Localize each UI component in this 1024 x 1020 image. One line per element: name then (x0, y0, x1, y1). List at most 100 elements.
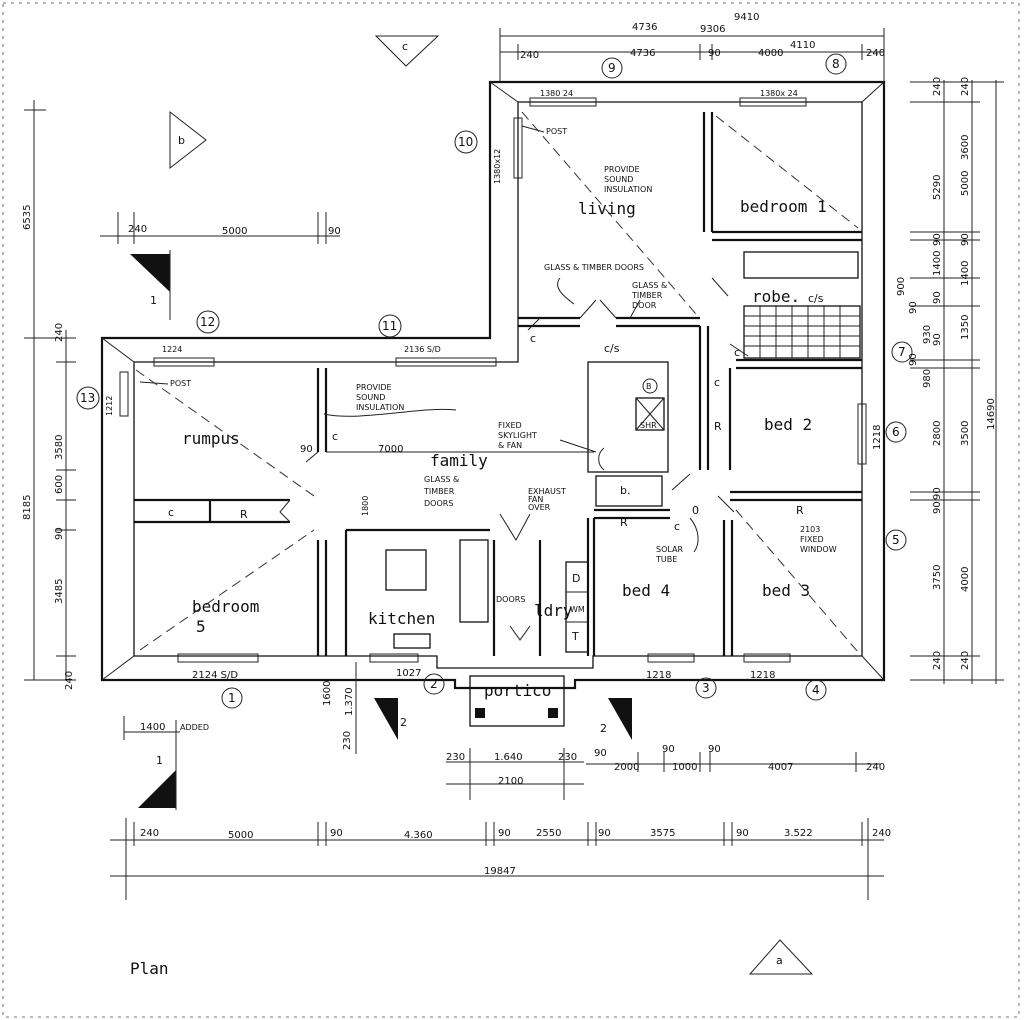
added-dimension: 1400 (123, 716, 180, 740)
room-label-ldry: ldry (534, 601, 573, 620)
left-dim-90: 90 (54, 527, 65, 540)
bottom-dim-5000: 5000 (228, 830, 253, 841)
grid-marker-8: 8 (832, 57, 840, 71)
grid-marker-11: 11 (382, 319, 397, 333)
right-dim-5290: 5290 (932, 175, 943, 200)
fixture-c-bed4: c (674, 520, 680, 533)
note-solar-2: TUBE (655, 555, 677, 564)
right-dim-90e: 90 (932, 233, 943, 246)
top-dim-4110: 4110 (790, 40, 815, 51)
right-dimensions: 240 5290 5000 3600 240 90 1400 90 1350 9… (896, 77, 1004, 684)
fixture-c-robe: c (734, 346, 740, 359)
portico-dim-90b: 90 (662, 744, 675, 755)
elevation-marker-c: c (402, 40, 408, 53)
bottom-dim-90a: 90 (330, 828, 343, 839)
bottom-window-labels: 2124 S/D 1027 1218 1218 (192, 668, 775, 681)
room-label-bedroom-5: bedroom (192, 597, 259, 616)
note-post-left: POST (170, 379, 191, 388)
note-added: ADDED (180, 723, 209, 732)
top-dim-overall-a: 4736 (632, 22, 657, 33)
grid-marker-1: 1 (228, 691, 236, 705)
note-sound-living-2: SOUND (604, 175, 633, 184)
fixture-cs-bath: c/s (604, 342, 620, 355)
note-skylight-1: FIXED (498, 421, 522, 430)
room-label-bed-4: bed 4 (622, 581, 670, 600)
window-bed3-bottom: 1218 (750, 670, 775, 681)
portico-dim-230: 230 (342, 731, 353, 750)
section-marker-1-bottom: 1 (156, 754, 163, 767)
note-skylight-3: & FAN (498, 441, 522, 450)
right-dim-90b: 90 (932, 291, 943, 304)
note-sound-rumpus-3: INSULATION (356, 403, 404, 412)
note-skylight-2: SKYLIGHT (498, 431, 537, 440)
fixture-c-rumpus: c (332, 430, 338, 443)
top-dim-4736: 4736 (630, 48, 655, 59)
window-kitchen-bottom: 1027 (396, 668, 421, 679)
left-dim-8185: 8185 (22, 495, 33, 520)
top-dim-overall-c: 9410 (734, 12, 759, 23)
windows (119, 97, 867, 663)
grid-marker-5: 5 (892, 533, 900, 547)
left-dim-3485: 3485 (54, 579, 65, 604)
grid-marker-9: 9 (608, 61, 616, 75)
note-sound-living-3: INSULATION (604, 185, 652, 194)
room-label-bed-3: bed 3 (762, 581, 810, 600)
top-dim-4000: 4000 (758, 48, 783, 59)
portico-dim-2000: 2000 (614, 762, 639, 773)
section-markers: 1 1 2 2 (130, 250, 632, 810)
right-dim-90a: 90 (960, 233, 971, 246)
right-dim-14690: 14690 (986, 398, 997, 430)
portico-dim-90a: 90 (594, 748, 607, 759)
right-dim-3500: 3500 (960, 421, 971, 446)
note-solar-1: SOLAR (656, 545, 683, 554)
top-dim-240a: 240 (520, 50, 539, 61)
grid-marker-12: 12 (200, 315, 215, 329)
portico-dim-1000: 1000 (672, 762, 697, 773)
room-label-living: living (578, 199, 636, 218)
right-dim-90c: 90 (932, 333, 943, 346)
grid-marker-6: 6 (892, 425, 900, 439)
room-label-bed-2: bed 2 (764, 415, 812, 434)
portico-dim-90c: 90 (708, 744, 721, 755)
portico-dimensions: 1600 1.370 230 230 1.640 230 2100 90 200… (322, 662, 885, 800)
added-dim-1400: 1400 (140, 722, 165, 733)
doors (279, 277, 749, 641)
kitchen-height-dim: 1800 (361, 496, 370, 516)
grid-markers: 1 2 3 4 5 6 7 8 9 10 11 12 13 (76, 53, 913, 709)
room-label-bedroom-1: bedroom 1 (740, 197, 827, 216)
top-dim-overall-b: 9306 (700, 24, 725, 35)
right-dim-240a: 240 (932, 77, 943, 96)
family-length-dim: 7000 (378, 444, 403, 455)
fixture-cs-robe: c/s (808, 292, 824, 305)
right-dim-240b: 240 (960, 77, 971, 96)
note-glass-door-3: DOOR (632, 301, 657, 310)
bottom-dimensions: 240 5000 90 4.360 90 2550 90 3575 90 3.5… (110, 818, 891, 900)
note-sound-rumpus-2: SOUND (356, 393, 385, 402)
left-dim-3580: 3580 (54, 435, 65, 460)
bottom-dim-overall: 19847 (484, 866, 516, 877)
portico-dim-230a: 230 (446, 752, 465, 763)
portico-dim-1640: 1.640 (494, 752, 523, 763)
fixture-c-family: c (168, 506, 174, 519)
fixture-zero: 0 (692, 504, 699, 517)
grid-marker-3: 3 (702, 681, 710, 695)
note-post-top: POST (546, 127, 567, 136)
right-dim-90f: 90 (932, 501, 943, 514)
section-marker-1-top: 1 (150, 294, 157, 307)
ul-dim-5000: 5000 (222, 226, 247, 237)
wing-dimensions: 1224 2136 S/D 7000 90 1212 1800 1218 (105, 345, 883, 516)
top-dimensions: 4736 9306 9410 240 4736 90 4000 4110 240… (493, 12, 885, 184)
grid-marker-2: 2 (430, 677, 438, 691)
note-glass-door-1: GLASS & (632, 281, 667, 290)
portico-dim-230b: 230 (558, 752, 577, 763)
elevation-marker-b: b (178, 134, 185, 147)
top-dim-240b: 240 (866, 48, 885, 59)
window-bed5-bottom: 2124 S/D (192, 670, 238, 681)
window-bedroom1-top: 1380x 24 (760, 89, 798, 98)
top-dim-90: 90 (708, 48, 721, 59)
fixture-d-ldry: D (572, 572, 580, 585)
right-dim-1350: 1350 (960, 315, 971, 340)
window-living-top: 1380 24 (540, 89, 573, 98)
right-dim-90d: 90 (932, 487, 943, 500)
